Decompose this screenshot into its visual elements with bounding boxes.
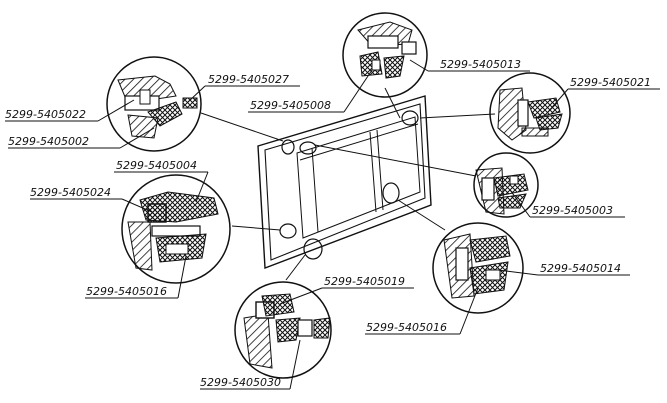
label-5405022: 5299-5405022 (5, 108, 86, 121)
label-5405003: 5299-5405003 (532, 204, 613, 217)
label-5405030: 5299-5405030 (200, 376, 281, 389)
part-labels: 5299-5405022 5299-5405002 5299-5405027 5… (5, 58, 651, 389)
label-5405013: 5299-5405013 (440, 58, 521, 71)
label-5405004: 5299-5405004 (116, 159, 197, 172)
detail-markers (279, 110, 419, 260)
label-5405027: 5299-5405027 (208, 73, 289, 86)
detail-circle-top-left (106, 56, 202, 152)
label-5405016-left: 5299-5405016 (86, 285, 167, 298)
detail-circle-left-middle (121, 174, 231, 284)
label-5405019: 5299-5405019 (324, 275, 405, 288)
detail-circle-right-middle (473, 152, 539, 218)
label-5405016-right: 5299-5405016 (366, 321, 447, 334)
detail-circle-top-center (342, 12, 428, 98)
label-5405014: 5299-5405014 (540, 262, 621, 275)
detail-circle-right-bottom (432, 222, 524, 314)
detail-circle-bottom-center (234, 281, 332, 379)
label-5405002: 5299-5405002 (8, 135, 89, 148)
detail-circle-right-top (489, 72, 571, 154)
label-5405024: 5299-5405024 (30, 186, 111, 199)
label-5405021: 5299-5405021 (570, 76, 651, 89)
label-5405008: 5299-5405008 (250, 99, 331, 112)
window-frame (257, 95, 432, 269)
connector-lines (200, 87, 496, 281)
leader-lines (5, 59, 660, 390)
